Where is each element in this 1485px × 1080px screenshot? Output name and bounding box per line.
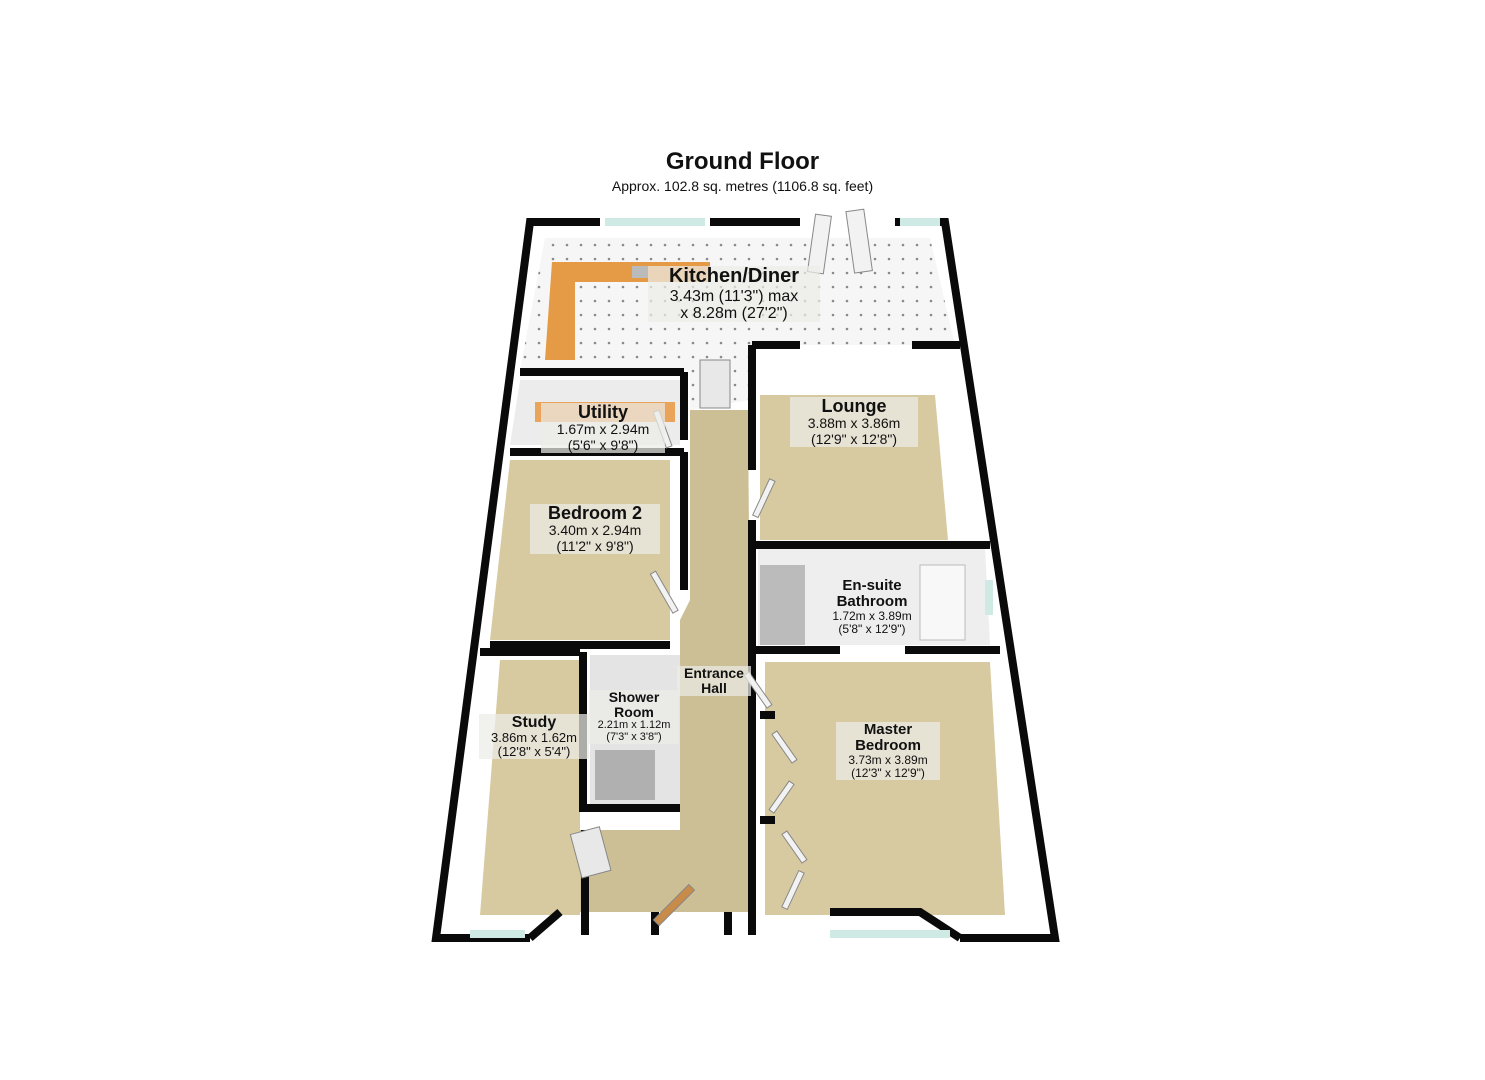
room-label-entrance-hall: Entrance Hall (677, 665, 751, 697)
room-dimensions: 3.43m (11'3") max (669, 287, 799, 305)
master-floor (765, 662, 1005, 915)
room-label-shower-room: Shower Room 2.21m x 1.12m (7'3" x 3'8") (589, 689, 679, 744)
room-dimensions: 3.88m x 3.86m (807, 415, 901, 432)
room-name: Utility (577, 402, 628, 422)
room-dimensions: 3.86m x 1.62m (491, 730, 577, 746)
room-dimensions: (5'6" x 9'8") (567, 436, 639, 453)
room-dimensions: 3.73m x 3.89m (848, 753, 928, 768)
room-dimensions: 3.40m x 2.94m (548, 522, 642, 539)
room-label-lounge: Lounge 3.88m x 3.86m (12'9" x 12'8") (790, 396, 918, 447)
room-label-kitchen-diner: Kitchen/Diner 3.43m (11'3") max x 8.28m … (648, 265, 820, 323)
room-name: En-suite (842, 577, 902, 594)
room-name: Entrance (684, 665, 744, 681)
room-name: Master (863, 721, 913, 738)
room-name: Lounge (821, 396, 887, 416)
room-name: Bedroom 2 (547, 503, 643, 523)
hall-floor (580, 410, 752, 912)
room-label-ensuite-bathroom: En-suite Bathroom 1.72m x 3.89m (5'8" x … (822, 577, 922, 637)
room-dimensions: 1.72m x 3.89m (832, 609, 912, 624)
room-dimensions: (7'3" x 3'8") (606, 731, 662, 744)
room-name: Room (614, 704, 654, 721)
room-dimensions: (12'3" x 12'9") (851, 766, 925, 781)
room-name: Bedroom (855, 737, 921, 755)
room-name: Bathroom (836, 593, 908, 611)
room-dimensions: (12'9" x 12'8") (810, 430, 898, 447)
room-name: Study (511, 714, 557, 731)
room-label-bedroom-2: Bedroom 2 3.40m x 2.94m (11'2" x 9'8") (530, 503, 660, 554)
room-dimensions: (12'8" x 5'4") (497, 744, 571, 760)
room-dimensions: (11'2" x 9'8") (556, 537, 634, 554)
floor-title: Ground Floor (665, 148, 820, 175)
room-label-master-bedroom: Master Bedroom 3.73m x 3.89m (12'3" x 12… (836, 721, 940, 781)
room-dimensions: x 8.28m (27'2") (680, 304, 788, 322)
doors (569, 208, 873, 927)
room-name: Hall (701, 680, 727, 697)
room-dimensions: 1.67m x 2.94m (556, 421, 650, 438)
floor-area: Approx. 102.8 sq. metres (1106.8 sq. fee… (611, 178, 874, 194)
room-dimensions: (5'8" x 12'9") (838, 622, 906, 637)
room-dimensions: 2.21m x 1.12m (597, 719, 671, 732)
room-name: Shower (608, 689, 660, 705)
room-name: Kitchen/Diner (668, 265, 800, 287)
ensuite-floor (758, 548, 990, 645)
room-label-study: Study 3.86m x 1.62m (12'8" x 5'4") (479, 714, 589, 760)
room-label-utility: Utility 1.67m x 2.94m (5'6" x 9'8") (541, 402, 665, 453)
windows (470, 218, 993, 938)
study-floor (480, 660, 580, 915)
